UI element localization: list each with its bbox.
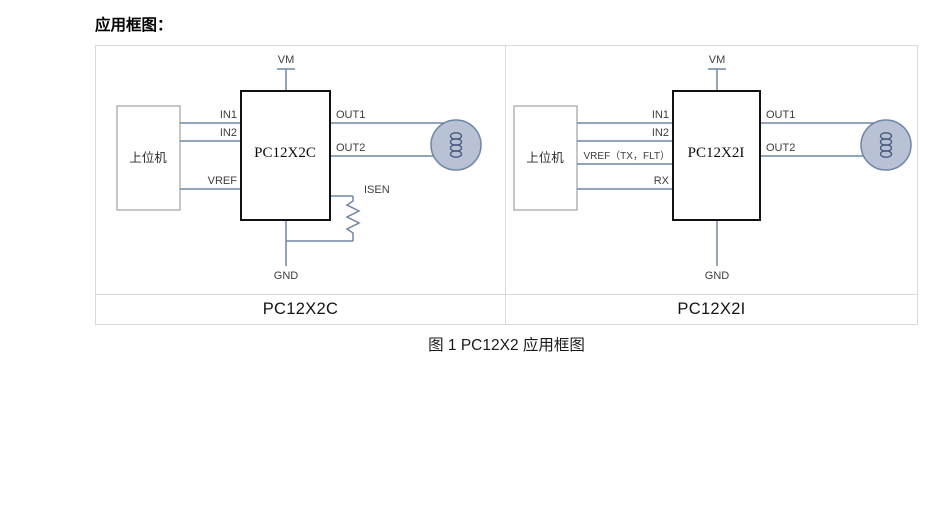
diagram-cell-pc12x2i: VM IN1 IN2 VREF（TX，FLT） RX OUT1 OUT2 GND… bbox=[506, 46, 917, 294]
diagram-pc12x2c: VM IN1 IN2 VREF OUT1 OUT2 ISEN GND 上位机 P… bbox=[116, 54, 482, 282]
chip-label: PC12X2C bbox=[254, 145, 316, 161]
diagram-cell-pc12x2c: VM IN1 IN2 VREF OUT1 OUT2 ISEN GND 上位机 P… bbox=[96, 46, 506, 294]
diagram-pc12x2i: VM IN1 IN2 VREF（TX，FLT） RX OUT1 OUT2 GND… bbox=[513, 54, 912, 282]
wires bbox=[577, 68, 875, 266]
chip-label: PC12X2I bbox=[688, 145, 745, 161]
caption-cell-pc12x2c: PC12X2C bbox=[96, 294, 506, 324]
caption-cell-pc12x2i: PC12X2I bbox=[506, 294, 917, 324]
pin-label-in2: IN2 bbox=[652, 127, 669, 139]
pin-label-in2: IN2 bbox=[220, 127, 237, 139]
chip-box bbox=[672, 90, 761, 221]
pin-label-rx: RX bbox=[654, 175, 670, 187]
diagram-caption: PC12X2I bbox=[677, 300, 746, 318]
chip-box bbox=[240, 90, 331, 221]
pin-label-out1: OUT1 bbox=[766, 109, 795, 121]
host-box bbox=[513, 105, 578, 211]
application-diagram-table: VM IN1 IN2 VREF OUT1 OUT2 ISEN GND 上位机 P… bbox=[95, 45, 918, 325]
motor-coil-icon bbox=[879, 132, 893, 158]
sense-resistor-icon bbox=[345, 196, 361, 241]
host-label: 上位机 bbox=[129, 150, 167, 165]
pin-label-gnd: GND bbox=[705, 270, 730, 282]
wires bbox=[180, 68, 445, 266]
pin-label-gnd: GND bbox=[274, 270, 299, 282]
pin-label-vm: VM bbox=[709, 54, 726, 66]
pin-label-in1: IN1 bbox=[220, 109, 237, 121]
diagram-caption: PC12X2C bbox=[262, 300, 339, 318]
pin-label-out2: OUT2 bbox=[766, 142, 795, 154]
pin-label-out2: OUT2 bbox=[336, 142, 365, 154]
pin-label-out1: OUT1 bbox=[336, 109, 365, 121]
figure-caption: 图 1 PC12X2 应用框图 bbox=[428, 337, 585, 354]
pin-label-isen: ISEN bbox=[364, 184, 390, 196]
pin-label-vm: VM bbox=[278, 54, 295, 66]
motor-coil-icon bbox=[449, 132, 463, 158]
section-heading: 应用框图： bbox=[95, 17, 173, 34]
pin-label-vref-tx-flt: VREF（TX，FLT） bbox=[584, 150, 670, 162]
pin-label-in1: IN1 bbox=[652, 109, 669, 121]
pin-label-vref: VREF bbox=[208, 175, 238, 187]
host-label: 上位机 bbox=[526, 150, 564, 165]
host-box bbox=[116, 105, 181, 211]
